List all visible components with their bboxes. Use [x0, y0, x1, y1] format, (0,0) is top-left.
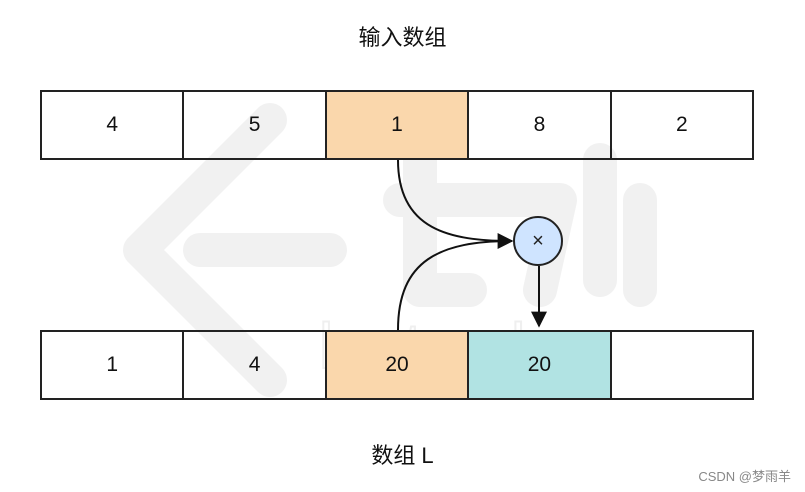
input-array-title: 输入数组: [358, 25, 447, 50]
output-cell-4: [612, 332, 755, 398]
input-array: 4 5 1 8 2: [40, 90, 755, 160]
output-cell-2: 20: [326, 332, 470, 398]
input-cell-0: 4: [42, 92, 185, 158]
arrow-input-to-operator: [397, 159, 514, 249]
input-cell-2: 1: [326, 92, 470, 158]
output-array-title: 数组 L: [371, 443, 434, 468]
output-cell-1: 4: [184, 332, 327, 398]
source-credit: CSDN @梦雨羊: [698, 469, 791, 484]
output-cell-3: 20: [469, 332, 612, 398]
output-array: 1 4 20 20: [40, 330, 755, 400]
input-cell-1: 5: [184, 92, 327, 158]
output-cell-0: 1: [42, 332, 185, 398]
multiply-operator-node: ×: [513, 216, 563, 266]
input-cell-4: 2: [612, 92, 755, 158]
arrow-prev-to-operator: [397, 240, 513, 331]
input-cell-3: 8: [469, 92, 612, 158]
